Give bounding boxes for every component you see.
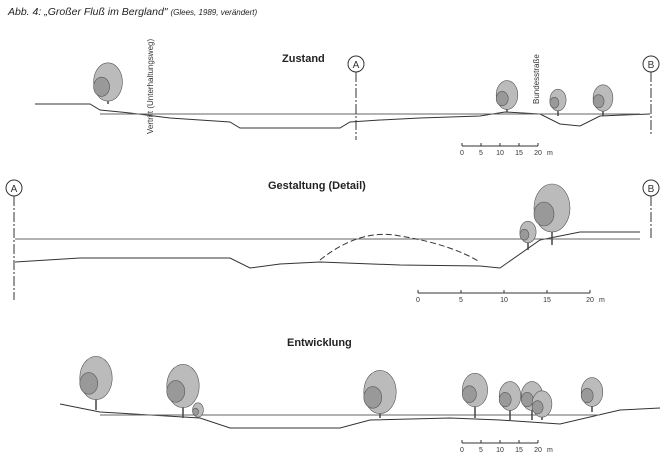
island-dashed (319, 233, 481, 263)
scale-tick-label: 20 (534, 150, 542, 157)
tree-icon (592, 84, 614, 116)
scale-tick-label: 20 (586, 297, 594, 304)
tree-icon (462, 372, 488, 418)
marker-b: B (648, 184, 655, 195)
scale-unit: m (599, 297, 605, 304)
tree-icon (166, 364, 200, 418)
tree-icon (363, 370, 397, 418)
scale-tick-label: 5 (459, 297, 463, 304)
scale-unit: m (547, 150, 553, 157)
scale-tick-label: 5 (479, 150, 483, 157)
tree-icon (531, 390, 553, 420)
marker-a: A (353, 60, 360, 71)
scale-tick-label: 5 (479, 447, 483, 454)
marker-b-circle (642, 55, 660, 73)
caption-title: Abb. 4: „Großer Fluß im Bergland" (8, 6, 168, 18)
section-title-entwicklung: Entwicklung (287, 337, 352, 349)
tree-icon (495, 80, 519, 112)
scale-tick-label: 0 (460, 447, 464, 454)
tree-icon (79, 356, 113, 410)
scale-bar: 0 5 10 15 20 m (460, 440, 553, 454)
profile-zustand (35, 103, 651, 129)
scale-tick-label: 0 (416, 297, 420, 304)
scale-bar: 0 5 10 15 20 m (460, 143, 553, 157)
marker-a-circle (347, 55, 365, 73)
profile-entwicklung (59, 403, 661, 429)
scale-tick-label: 10 (500, 297, 508, 304)
scale-tick-label: 0 (460, 150, 464, 157)
scale-unit: m (547, 447, 553, 454)
marker-a: A (11, 184, 18, 195)
scale-tick-label: 15 (543, 297, 551, 304)
marker-b-circle (642, 179, 660, 197)
marker-b: B (648, 60, 655, 71)
tree-icon (533, 183, 571, 245)
scale-tick-label: 15 (515, 447, 523, 454)
tree-icon (192, 402, 204, 418)
scale-bar: 0 5 10 15 20 m (416, 290, 605, 304)
scale-tick-label: 15 (515, 150, 523, 157)
tree-icon (519, 220, 537, 250)
tree-icon (580, 377, 604, 412)
tree-icon (549, 88, 567, 116)
scale-tick-label: 10 (496, 150, 504, 157)
figure-caption: Abb. 4: „Großer Fluß im Bergland" (Glees… (8, 6, 257, 18)
caption-source: (Glees, 1989, verändert) (170, 8, 258, 17)
marker-a-circle (5, 179, 23, 197)
profile-gestaltung (14, 231, 640, 269)
section-title-gestaltung: Gestaltung (Detail) (268, 180, 366, 192)
tree-icon (498, 381, 522, 420)
tree-icon (93, 62, 123, 104)
scale-tick-label: 10 (496, 447, 504, 454)
scale-tick-label: 20 (534, 447, 542, 454)
section-title-zustand: Zustand (282, 53, 325, 65)
